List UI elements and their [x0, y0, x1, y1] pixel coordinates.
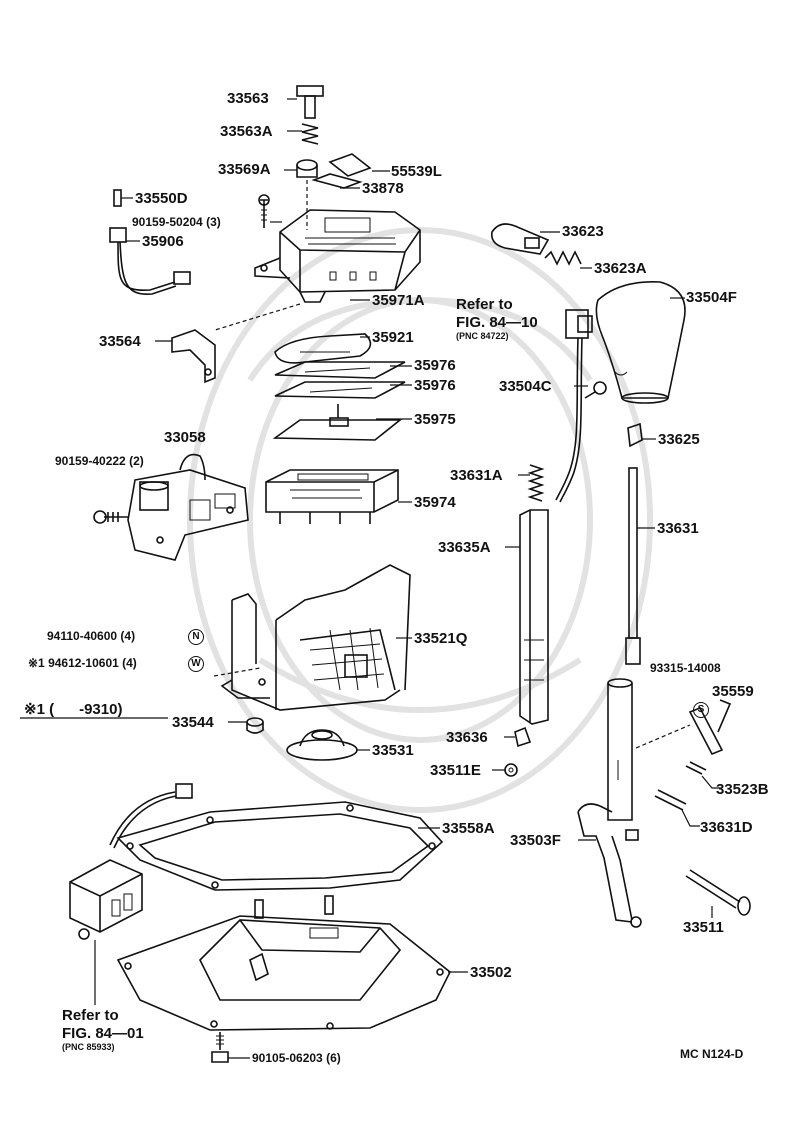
part-label: 33058	[164, 429, 206, 446]
part-label: 35559	[712, 683, 754, 700]
part-label: 33521Q	[414, 630, 468, 647]
part-35971A-housing	[254, 209, 421, 303]
reference-fig-84-01-pnc: (PNC 85933)	[62, 1042, 115, 1052]
part-33563-pin	[296, 85, 324, 119]
part-label: 33631	[657, 520, 699, 537]
part-33511-bolt	[685, 869, 751, 916]
part-label: 35975	[414, 411, 456, 428]
part-33623A-spring	[544, 250, 582, 266]
badge-s: S	[693, 702, 709, 718]
reference-fig-84-01-line1: Refer to	[62, 1007, 119, 1024]
part-33503F-lever	[577, 678, 642, 928]
part-33558A-gasket	[116, 801, 444, 891]
part-33636-clip	[514, 726, 532, 748]
reference-fig-84-01-line2: FIG. 84—01	[62, 1025, 144, 1042]
part-35921-plate	[274, 333, 372, 364]
part-label: 90159-50204 (3)	[132, 215, 221, 229]
part-pnc84722-switch	[555, 309, 593, 503]
part-label: 33563	[227, 90, 269, 107]
part-label: 90159-40222 (2)	[55, 454, 144, 468]
part-label: 35971A	[372, 292, 425, 309]
part-pnc85933-connector	[69, 783, 193, 940]
part-33504C-screw	[584, 381, 607, 399]
part-35906-switch	[109, 227, 191, 295]
part-label: 90105-06203 (6)	[252, 1051, 341, 1065]
part-label: 33523B	[716, 781, 769, 798]
part-33504F-knob	[595, 281, 686, 404]
part-label: 33564	[99, 333, 141, 350]
part-33631A-spring	[527, 464, 545, 502]
part-33635A-channel	[519, 509, 549, 725]
part-label: 33503F	[510, 832, 561, 849]
part-label: 33878	[362, 180, 404, 197]
note-applicability: ※1 ( -9310)	[24, 701, 123, 718]
part-33521Q-frame	[220, 564, 411, 711]
part-35975-plate	[272, 404, 403, 441]
reference-fig-84-10-pnc: (PNC 84722)	[456, 331, 509, 341]
part-label: 55539L	[391, 163, 442, 180]
part-label: 33504C	[499, 378, 552, 395]
part-33623-button	[490, 223, 550, 255]
part-90105-bolt	[211, 1032, 229, 1063]
part-label: 35974	[414, 494, 456, 511]
part-label: 33504F	[686, 289, 737, 306]
part-label: 33569A	[218, 161, 271, 178]
part-label: 33531	[372, 742, 414, 759]
part-33511E-ring	[504, 763, 518, 777]
badge-n: N	[188, 629, 204, 645]
part-label: 33623	[562, 223, 604, 240]
part-33563A-spring	[301, 123, 319, 145]
part-label: 33550D	[135, 190, 188, 207]
part-label: 35906	[142, 233, 184, 250]
part-label: 33625	[658, 431, 700, 448]
part-33569A	[296, 159, 318, 178]
part-label: 33631D	[700, 819, 753, 836]
part-label: 94110-40600 (4)	[47, 629, 136, 643]
part-33523B-pin	[685, 761, 707, 775]
part-label: 93315-14008	[650, 661, 721, 675]
part-35976-plate-b	[274, 381, 406, 399]
part-33502-baseplate	[116, 895, 452, 1031]
part-90159-40222-bolt	[93, 510, 128, 524]
part-33631D-pin	[654, 789, 687, 811]
part-label: 33544	[172, 714, 214, 731]
part-label: 35976	[414, 377, 456, 394]
part-label: 33511	[683, 919, 724, 936]
reference-fig-84-10-line2: FIG. 84—10	[456, 314, 538, 331]
part-label: 33563A	[220, 123, 273, 140]
part-55539L-plate	[311, 153, 372, 189]
part-label: 35921	[372, 329, 414, 346]
reference-fig-84-10-line1: Refer to	[456, 296, 513, 313]
diagram-code: MC N124-D	[680, 1047, 744, 1061]
part-label: 33511E	[430, 762, 481, 779]
part-label: 33635A	[438, 539, 491, 556]
part-label: 33631A	[450, 467, 503, 484]
part-label: 33558A	[442, 820, 495, 837]
part-33564-bracket	[171, 329, 216, 384]
leader-lines	[20, 98, 722, 1059]
badge-w: W	[188, 656, 204, 672]
part-33625-clip	[627, 422, 643, 448]
part-35976-plate-a	[274, 361, 406, 379]
part-label: 33623A	[594, 260, 647, 277]
part-label: 35976	[414, 357, 456, 374]
part-35974-guide	[265, 469, 399, 524]
part-label: ※1 94612-10601 (4)	[28, 656, 137, 670]
part-33531-boot	[286, 729, 358, 761]
part-33058-solenoid	[127, 453, 249, 561]
part-33631-rod	[625, 467, 641, 665]
part-label: 33502	[470, 964, 512, 981]
part-label: 33636	[446, 729, 488, 746]
